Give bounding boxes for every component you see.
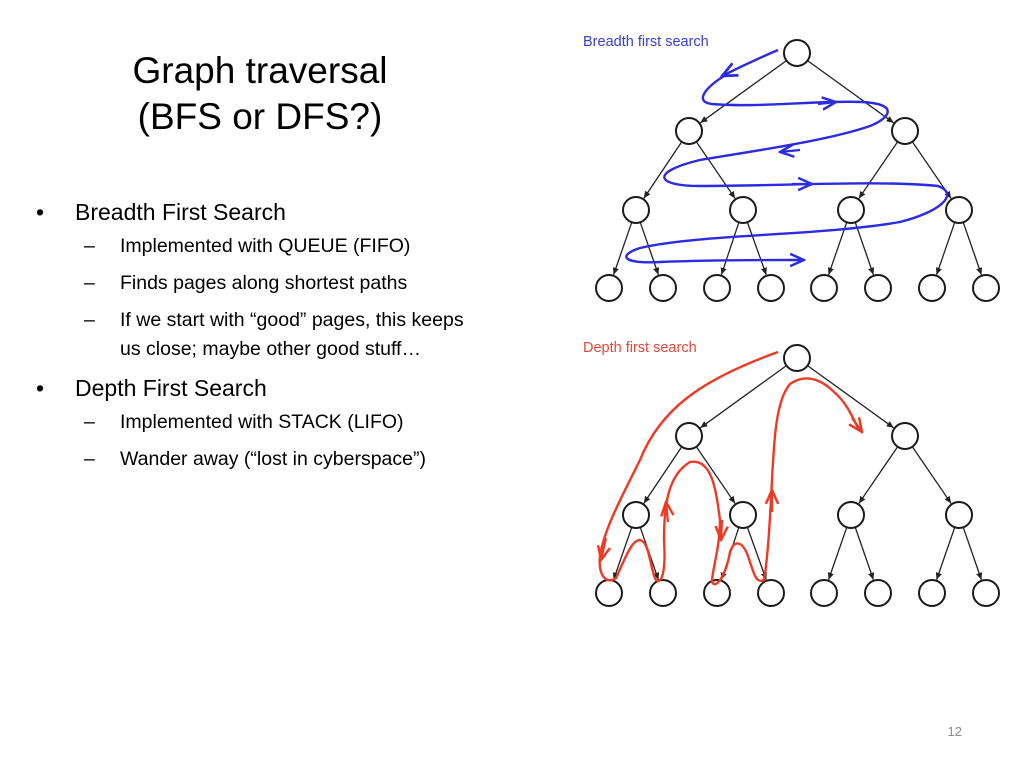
tree-node [837, 501, 865, 529]
tree-edge [827, 222, 848, 275]
tree-edge [699, 60, 787, 124]
sub-bullet-shortest-paths: – Finds pages along shortest paths [34, 269, 554, 298]
sub-bullet-stack: – Implemented with STACK (LIFO) [34, 408, 554, 437]
tree-edge [807, 365, 895, 429]
tree-node [757, 579, 785, 607]
tree-edge [643, 141, 683, 199]
tree-edge [612, 222, 633, 275]
tree-node [757, 274, 785, 302]
tree-node [729, 196, 757, 224]
bullet-mark: • [36, 375, 45, 401]
tree-edge [935, 527, 956, 580]
bullet-bfs: • Breadth First Search [34, 196, 554, 228]
tree-node [837, 196, 865, 224]
tree-edge [807, 60, 895, 124]
tree-node [675, 422, 703, 450]
tree-node [595, 579, 623, 607]
tree-node [810, 274, 838, 302]
dfs-arrow [601, 537, 606, 560]
tree-node [622, 196, 650, 224]
bfs-traversal-path [625, 48, 949, 264]
dfs-traversal-path [598, 350, 862, 586]
tree-edge [854, 222, 875, 275]
bfs-arrow [817, 102, 836, 104]
tree-edge [858, 446, 899, 504]
slide-title: Graph traversal (BFS or DFS?) [60, 48, 460, 140]
sub-bullet-text: Finds pages along shortest paths [120, 272, 408, 294]
sub-bullet-text-continued: us close; maybe other good stuff… [120, 338, 421, 360]
bullet-list: • Breadth First Search – Implemented wit… [34, 194, 554, 482]
tree-node [918, 579, 946, 607]
sub-bullet-queue: – Implemented with QUEUE (FIFO) [34, 232, 554, 261]
tree-node [703, 579, 731, 607]
page-number: 12 [947, 724, 962, 739]
bullet-text: Depth First Search [75, 375, 267, 401]
tree-edge [746, 527, 767, 581]
bfs-arrow [780, 150, 801, 152]
bfs-diagram-label: Breadth first search [583, 34, 709, 50]
dash-mark: – [84, 448, 95, 470]
sub-bullet-text: Implemented with QUEUE (FIFO) [120, 235, 411, 257]
tree-edge [911, 446, 952, 504]
tree-edge [699, 365, 787, 429]
tree-edge [746, 222, 767, 276]
bullet-dfs: • Depth First Search [34, 372, 554, 404]
dash-mark: – [84, 235, 95, 257]
tree-edge [962, 222, 983, 275]
tree-edge [695, 141, 736, 199]
tree-node [864, 274, 892, 302]
dfs-arrow [666, 502, 668, 523]
dash-mark: – [84, 272, 95, 294]
dash-mark: – [84, 411, 95, 433]
tree-node [783, 344, 811, 372]
dfs-arrow [852, 418, 862, 432]
bfs-tree [595, 39, 1000, 302]
tree-node [945, 196, 973, 224]
tree-edge [854, 527, 875, 580]
tree-node [703, 274, 731, 302]
bullet-text: Breadth First Search [75, 199, 286, 225]
sub-bullet-good-pages: – If we start with “good” pages, this ke… [34, 306, 554, 364]
sub-bullet-text: Wander away (“lost in cyberspace”) [120, 448, 426, 470]
tree-node [783, 39, 811, 67]
tree-node [972, 579, 1000, 607]
tree-edge [962, 527, 983, 580]
dfs-diagram-label: Depth first search [583, 340, 697, 356]
tree-edge [858, 141, 899, 199]
tree-node [891, 422, 919, 450]
tree-node [918, 274, 946, 302]
dfs-path-segment [598, 350, 860, 586]
bfs-path-segment [722, 48, 779, 76]
bullet-mark: • [36, 199, 45, 225]
sub-bullet-text: If we start with “good” pages, this keep… [120, 309, 464, 331]
tree-edge [612, 527, 633, 580]
sub-bullet-wander: – Wander away (“lost in cyberspace”) [34, 445, 554, 474]
tree-node [595, 274, 623, 302]
tree-node [649, 274, 677, 302]
tree-edge [935, 222, 956, 275]
tree-node [891, 117, 919, 145]
tree-edge [643, 446, 683, 504]
tree-node [729, 501, 757, 529]
tree-node [675, 117, 703, 145]
sub-bullet-text: Implemented with STACK (LIFO) [120, 411, 404, 433]
tree-edge [639, 222, 660, 275]
tree-node [864, 579, 892, 607]
title-line-1: Graph traversal [132, 50, 388, 91]
dfs-tree [595, 344, 1000, 607]
dash-mark: – [84, 309, 95, 331]
dfs-arrow [721, 519, 722, 540]
tree-node [649, 579, 677, 607]
bfs-path-segment [625, 74, 949, 264]
tree-edge [827, 527, 848, 580]
tree-node [945, 501, 973, 529]
tree-edge [695, 446, 736, 504]
tree-node [622, 501, 650, 529]
tree-node [972, 274, 1000, 302]
tree-edge [720, 222, 740, 275]
tree-node [810, 579, 838, 607]
title-line-2: (BFS or DFS?) [137, 96, 383, 137]
